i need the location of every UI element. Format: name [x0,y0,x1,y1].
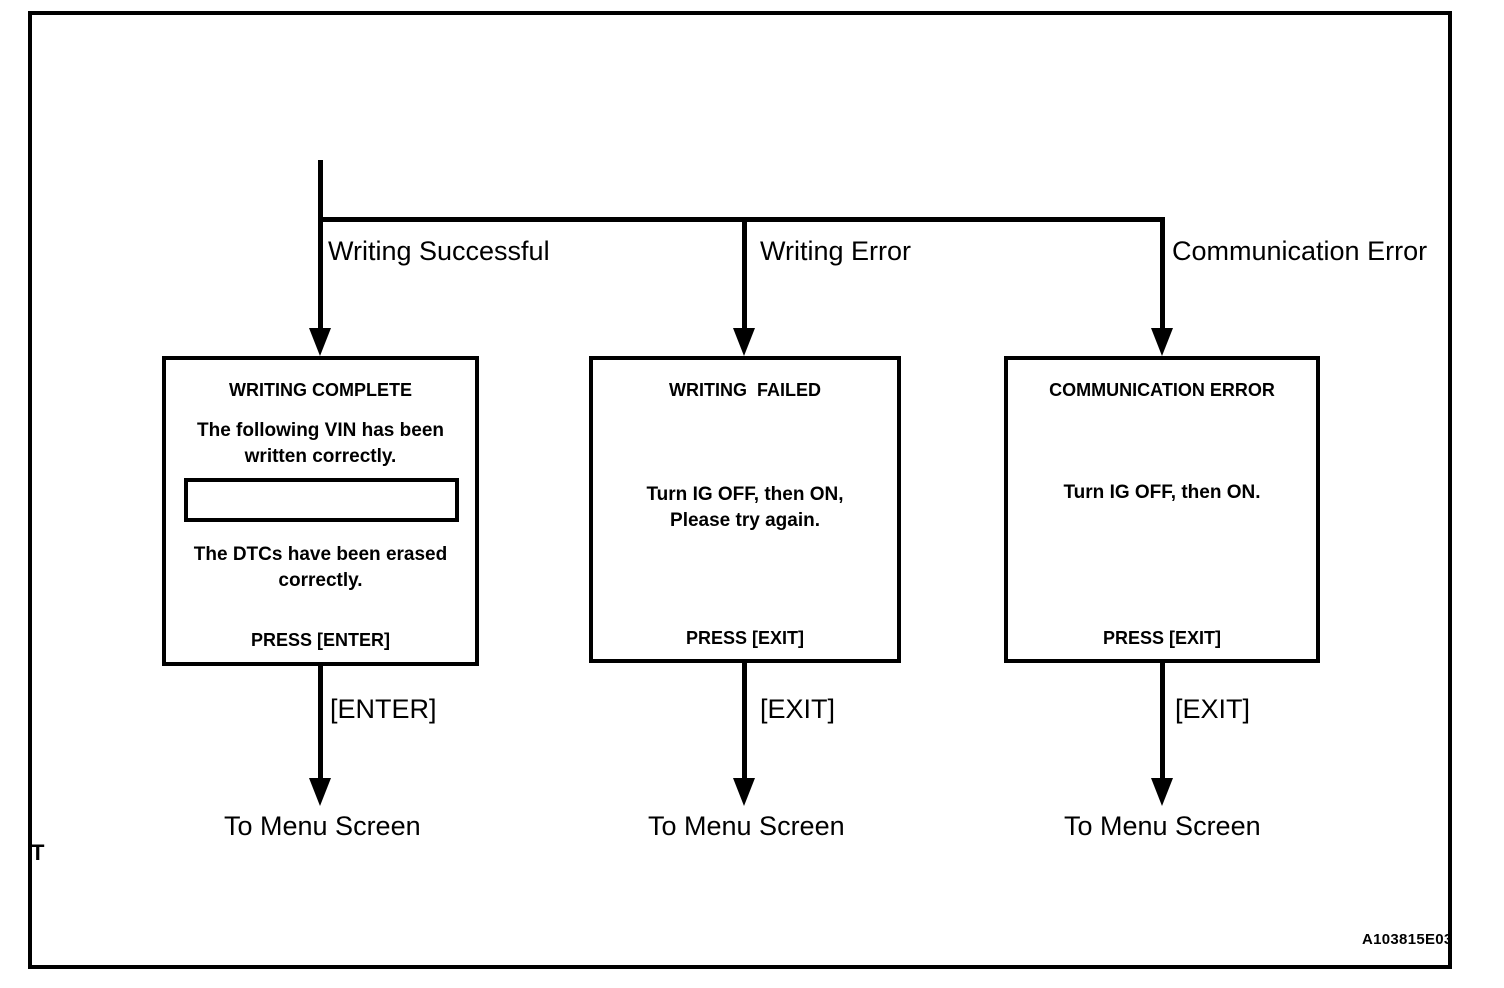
screen-1-body-bottom: The DTCs have been erased correctly. [166,542,475,593]
exit-3-line [1160,663,1165,779]
screen-communication-error: COMMUNICATION ERROR Turn IG OFF, then ON… [1004,356,1320,663]
vin-value-field[interactable] [184,478,459,522]
branch-1-arrowhead [309,328,331,356]
exit-3-destination-label: To Menu Screen [1064,811,1261,841]
branch-bus-horizontal-line [318,217,1165,222]
screen-1-body-line3: The DTCs have been erased [193,544,448,565]
screen-3-footer: PRESS [EXIT] [1102,628,1222,648]
exit-3-arrowhead [1151,778,1173,806]
branch-label-writing-successful: Writing Successful [328,236,550,266]
exit-3-key-label: [EXIT] [1175,694,1251,724]
page-border [28,11,1452,969]
exit-1-key-label: [ENTER] [330,694,437,724]
screen-1-body-top: The following VIN has been written corre… [166,418,475,469]
branch-label-writing-error: Writing Error [760,236,912,266]
screen-3-body-line1: Turn IG OFF, then ON. [1063,482,1261,503]
screen-1-body-line4: correctly. [278,569,363,591]
screen-2-footer: PRESS [EXIT] [685,628,805,648]
branch-2-arrowhead [733,328,755,356]
screen-1-body-line1: The following VIN has been [196,420,445,441]
exit-2-destination-label: To Menu Screen [648,811,845,841]
branch-1-drop-line [318,217,323,329]
branch-3-drop-line [1160,217,1165,329]
margin-marker: T [31,840,45,865]
screen-1-title: WRITING COMPLETE [229,380,412,400]
exit-1-line [318,666,323,779]
screen-writing-complete: WRITING COMPLETE The following VIN has b… [162,356,479,666]
branch-3-arrowhead [1151,328,1173,356]
screen-3-title: COMMUNICATION ERROR [1049,380,1275,400]
screen-2-body-line1: Turn IG OFF, then ON, [646,484,844,505]
branch-label-communication-error: Communication Error [1172,236,1428,266]
exit-2-line [742,663,747,779]
screen-1-footer: PRESS [ENTER] [250,630,391,650]
exit-1-destination-label: To Menu Screen [224,811,421,841]
screen-writing-failed: WRITING FAILED Turn IG OFF, then ON, Ple… [589,356,901,663]
screen-2-body-line2: Please try again. [670,509,820,531]
trunk-vertical-line [318,160,323,222]
figure-id-label: A103815E03 [1362,931,1453,948]
screen-3-body: Turn IG OFF, then ON. [1008,480,1316,506]
exit-2-arrowhead [733,778,755,806]
branch-2-drop-line [742,217,747,329]
screen-2-title: WRITING FAILED [669,380,821,400]
screen-1-body-line2: written correctly. [244,445,397,467]
screen-2-body: Turn IG OFF, then ON, Please try again. [593,482,897,533]
exit-2-key-label: [EXIT] [760,694,836,724]
exit-1-arrowhead [309,778,331,806]
